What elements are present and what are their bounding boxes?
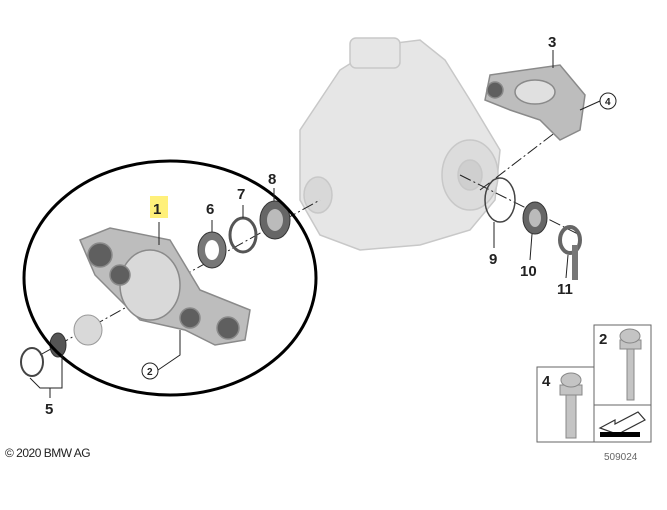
callout-7[interactable]: 7: [237, 186, 245, 203]
leader-lines: [29, 50, 601, 398]
shim-ring-7: [228, 216, 258, 254]
callout-8[interactable]: 8: [268, 171, 276, 188]
callout-3[interactable]: 3: [548, 34, 556, 51]
protective-cap-11: [558, 225, 582, 280]
inset-label-2[interactable]: 2: [599, 331, 607, 348]
image-number: 509024: [604, 452, 638, 463]
direction-arrow-icon: [598, 411, 646, 437]
o-ring-9: [484, 177, 516, 223]
bearing-nut: [73, 314, 103, 346]
differential-housing: [299, 37, 501, 251]
inset-label-4[interactable]: 4: [542, 373, 551, 390]
callout-2[interactable]: 2: [147, 367, 153, 378]
callout-11[interactable]: 11: [557, 281, 573, 298]
callout-1-highlight: [150, 196, 168, 218]
shim-ring-6: [197, 231, 227, 269]
callout-4-circle: [599, 92, 617, 110]
shaft-seal-10: [522, 201, 548, 235]
callout-1[interactable]: 1: [153, 201, 161, 218]
callout-5[interactable]: 5: [45, 401, 53, 418]
bolt-4-icon: [559, 372, 583, 439]
shaft-seal-8: [259, 200, 291, 240]
callout-4[interactable]: 4: [605, 97, 611, 108]
rear-axle-mount-bracket: [79, 227, 251, 346]
bolt-2-icon: [619, 328, 642, 401]
bolt-inset: 4 2: [536, 324, 652, 443]
o-ring-5: [20, 347, 44, 377]
bracket-3: [484, 64, 586, 141]
callout-9[interactable]: 9: [489, 251, 497, 268]
callout-2-circle: [141, 362, 159, 380]
highlight-ellipse: [22, 159, 318, 397]
callout-10[interactable]: 10: [520, 263, 537, 280]
callout-6[interactable]: 6: [206, 201, 214, 218]
copyright-text: © 2020 BMW AG: [5, 446, 91, 460]
